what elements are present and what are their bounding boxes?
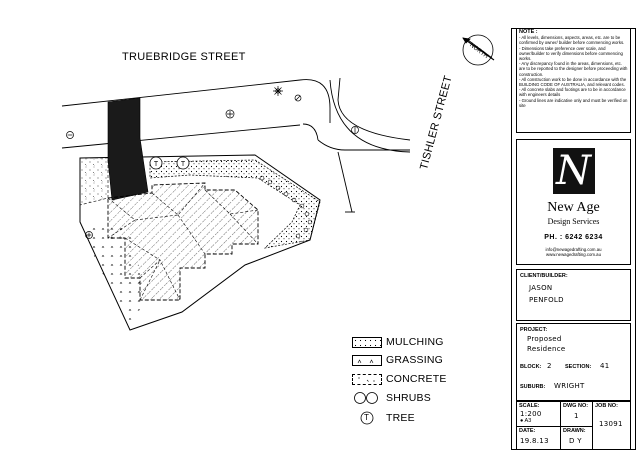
note-item: - Any discrepancy found in the areas, di… [519, 61, 628, 77]
title-sheet: NOTE : - All levels, dimensions, aspects… [511, 28, 636, 450]
note-item: - All levels, dimensions, aspects, areas… [519, 35, 625, 46]
concrete-area-front [79, 157, 109, 206]
notes-title: NOTE : [519, 29, 538, 35]
section-label: SECTION: [565, 364, 592, 370]
shrubs-swatch [352, 391, 382, 405]
paper-size: ● A3 [520, 418, 532, 424]
road-kerbs [61, 77, 411, 213]
scale-label: SCALE: [519, 403, 540, 409]
block-label: BLOCK: [520, 364, 542, 370]
client-line-1: JASON [529, 284, 553, 292]
scale-value: 1:200 [520, 410, 542, 418]
tree-label: T [154, 161, 159, 168]
legend-label: CONCRETE [386, 373, 447, 385]
brand-tagline: Design Services [547, 217, 600, 226]
legend-item-grassing: GRASSING [352, 352, 443, 368]
brand-box: N New Age Design Services PH. : 6242 623… [516, 139, 631, 265]
dwg-label: DWG NO: [563, 403, 589, 409]
brand-logo-letter: N [556, 148, 591, 194]
block-value: 2 [547, 362, 552, 370]
legend-item-concrete: CONCRETE [352, 371, 447, 387]
grid-divider [517, 426, 592, 427]
legend-item-tree: T TREE [352, 410, 415, 426]
grid-divider [592, 402, 593, 449]
grassing-swatch [352, 354, 382, 366]
brand-website: www.newagedrafting.com.au [546, 252, 601, 257]
tree-swatch: T [352, 411, 382, 425]
legend-label: MULCHING [386, 336, 444, 348]
notes-box: NOTE : - All levels, dimensions, aspects… [516, 29, 631, 133]
mulching-area [149, 159, 321, 249]
date-value: 19.8.13 [520, 437, 549, 445]
light-pole-icon [273, 86, 283, 96]
brand-email: info@newagedrafting.com.au [545, 247, 602, 252]
title-block-grid: SCALE: 1:200 ● A3 DWG NO: 1 JOB NO: 1309… [516, 401, 631, 450]
legend-label: GRASSING [386, 354, 444, 366]
drawn-label: DRAWN: [563, 428, 586, 434]
note-item: - Dimensions take preference over scale,… [519, 45, 623, 62]
note-item: - Ground lines are indicative only and m… [519, 97, 628, 108]
note-item: - All construction work to be done in ac… [519, 76, 627, 88]
brand-name: New Age [547, 200, 600, 215]
tree-symbol-letter: T [364, 413, 369, 422]
client-line-2: PENFOLD [529, 296, 564, 304]
legend-label: TREE [386, 412, 415, 424]
service-pit-icon [66, 94, 359, 239]
suburb-value: WRIGHT [554, 382, 585, 390]
shrub-border [259, 175, 313, 239]
north-arrow-icon [462, 34, 495, 66]
job-value: 13091 [599, 420, 623, 428]
date-label: DATE: [519, 428, 536, 434]
project-line-1: Proposed [527, 335, 562, 343]
legend-label: SHRUBS [386, 392, 431, 404]
mulching-swatch [352, 336, 382, 348]
drawn-value: D Y [569, 437, 582, 445]
suburb-label: SUBURB: [520, 384, 546, 390]
north-label: NORTH [468, 42, 489, 60]
project-label: PROJECT: [520, 327, 548, 333]
project-box: PROJECT: Proposed Residence BLOCK: 2 SEC… [516, 323, 631, 401]
client-label: CLIENT/BUILDER: [520, 273, 568, 279]
street-name-truebridge: TRUEBRIDGE STREET [122, 51, 246, 63]
brand-phone: PH. : 6242 6234 [544, 234, 603, 241]
note-item: - All concrete slabs and footings are to… [519, 87, 626, 98]
house-roof [107, 182, 259, 301]
project-line-2: Residence [527, 345, 566, 353]
section-value: 41 [600, 362, 610, 370]
driveway [107, 97, 149, 201]
dwg-value: 1 [574, 412, 579, 420]
concrete-swatch [352, 373, 382, 385]
grid-divider [560, 402, 561, 449]
job-label: JOB NO: [595, 403, 618, 409]
client-box: CLIENT/BUILDER: JASON PENFOLD [516, 269, 631, 321]
legend-item-shrubs: SHRUBS [352, 390, 431, 406]
tree-label: T [181, 161, 186, 168]
legend-item-mulching: MULCHING [352, 334, 444, 350]
brand-logo: N [552, 148, 595, 194]
tree-symbol [149, 156, 190, 170]
